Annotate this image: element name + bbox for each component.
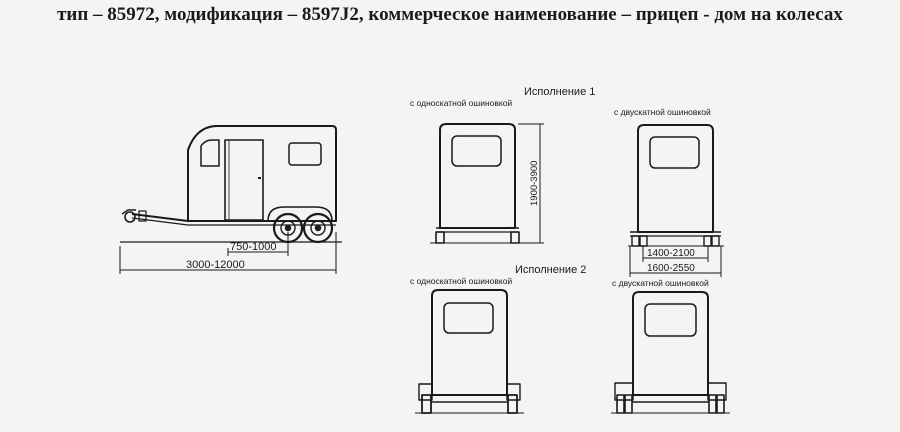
wheel-well-left <box>418 383 433 401</box>
dimension-width-label: 1600-2550 <box>647 263 695 274</box>
wheel-single-right <box>510 231 520 244</box>
wheel-well-right <box>506 383 521 401</box>
wheel-dual-right-outer <box>716 394 725 414</box>
wheel-single-left <box>421 394 432 414</box>
side-window <box>288 142 322 166</box>
trailer-side-view: 750-1000 3000-12000 <box>119 125 342 274</box>
version-2-dual-caption: с двускатной ошиновкой <box>612 278 709 288</box>
rear-window <box>443 302 494 334</box>
dimension-length-label: 3000-12000 <box>186 259 245 271</box>
wheel-dual-right-outer <box>711 235 720 247</box>
wheel-arch <box>267 206 333 222</box>
trailer-door <box>224 139 264 221</box>
version-1-title: Исполнение 1 <box>524 86 595 98</box>
wheel-dual-left-outer <box>616 394 625 414</box>
wheel-dual-left-inner <box>639 235 648 247</box>
dimension-track <box>642 246 709 262</box>
wheel-single-right <box>507 394 518 414</box>
dimension-height-label: 1900-3900 <box>529 161 540 206</box>
dimension-height <box>518 123 544 244</box>
wheel-single-left <box>435 231 445 244</box>
wheel-dual-right-inner <box>708 394 717 414</box>
rear-view-v1-single <box>430 123 525 244</box>
dimension-track-label: 1400-2100 <box>647 248 695 259</box>
version-1-single-caption: с односкатной ошиновкой <box>410 98 512 108</box>
hitch-coupling <box>121 209 147 223</box>
document-heading: тип – 85972, модификация – 8597J2, комме… <box>57 4 843 25</box>
rear-view-v2-dual <box>611 291 730 414</box>
dimension-axle <box>227 232 289 256</box>
version-2-single-caption: с односкатной ошиновкой <box>410 276 512 286</box>
wheel-rear <box>302 212 334 244</box>
version-2-title: Исполнение 2 <box>515 264 586 276</box>
dimension-axle-label: 750-1000 <box>230 241 277 253</box>
dimension-length <box>119 232 337 274</box>
wheel-dual-left-inner <box>624 394 633 414</box>
wheel-dual-left-outer <box>631 235 640 247</box>
rear-window <box>644 303 697 337</box>
rear-window <box>451 135 502 167</box>
trailer-body-outline <box>187 125 337 222</box>
rear-window <box>649 136 700 169</box>
rear-view-v2-single <box>415 289 524 414</box>
wheel-dual-right-inner <box>703 235 712 247</box>
version-1-dual-caption: с двускатной ошиновкой <box>614 107 711 117</box>
rear-view-v1-dual <box>628 124 724 247</box>
dimension-width <box>629 246 722 277</box>
front-window <box>200 139 220 167</box>
